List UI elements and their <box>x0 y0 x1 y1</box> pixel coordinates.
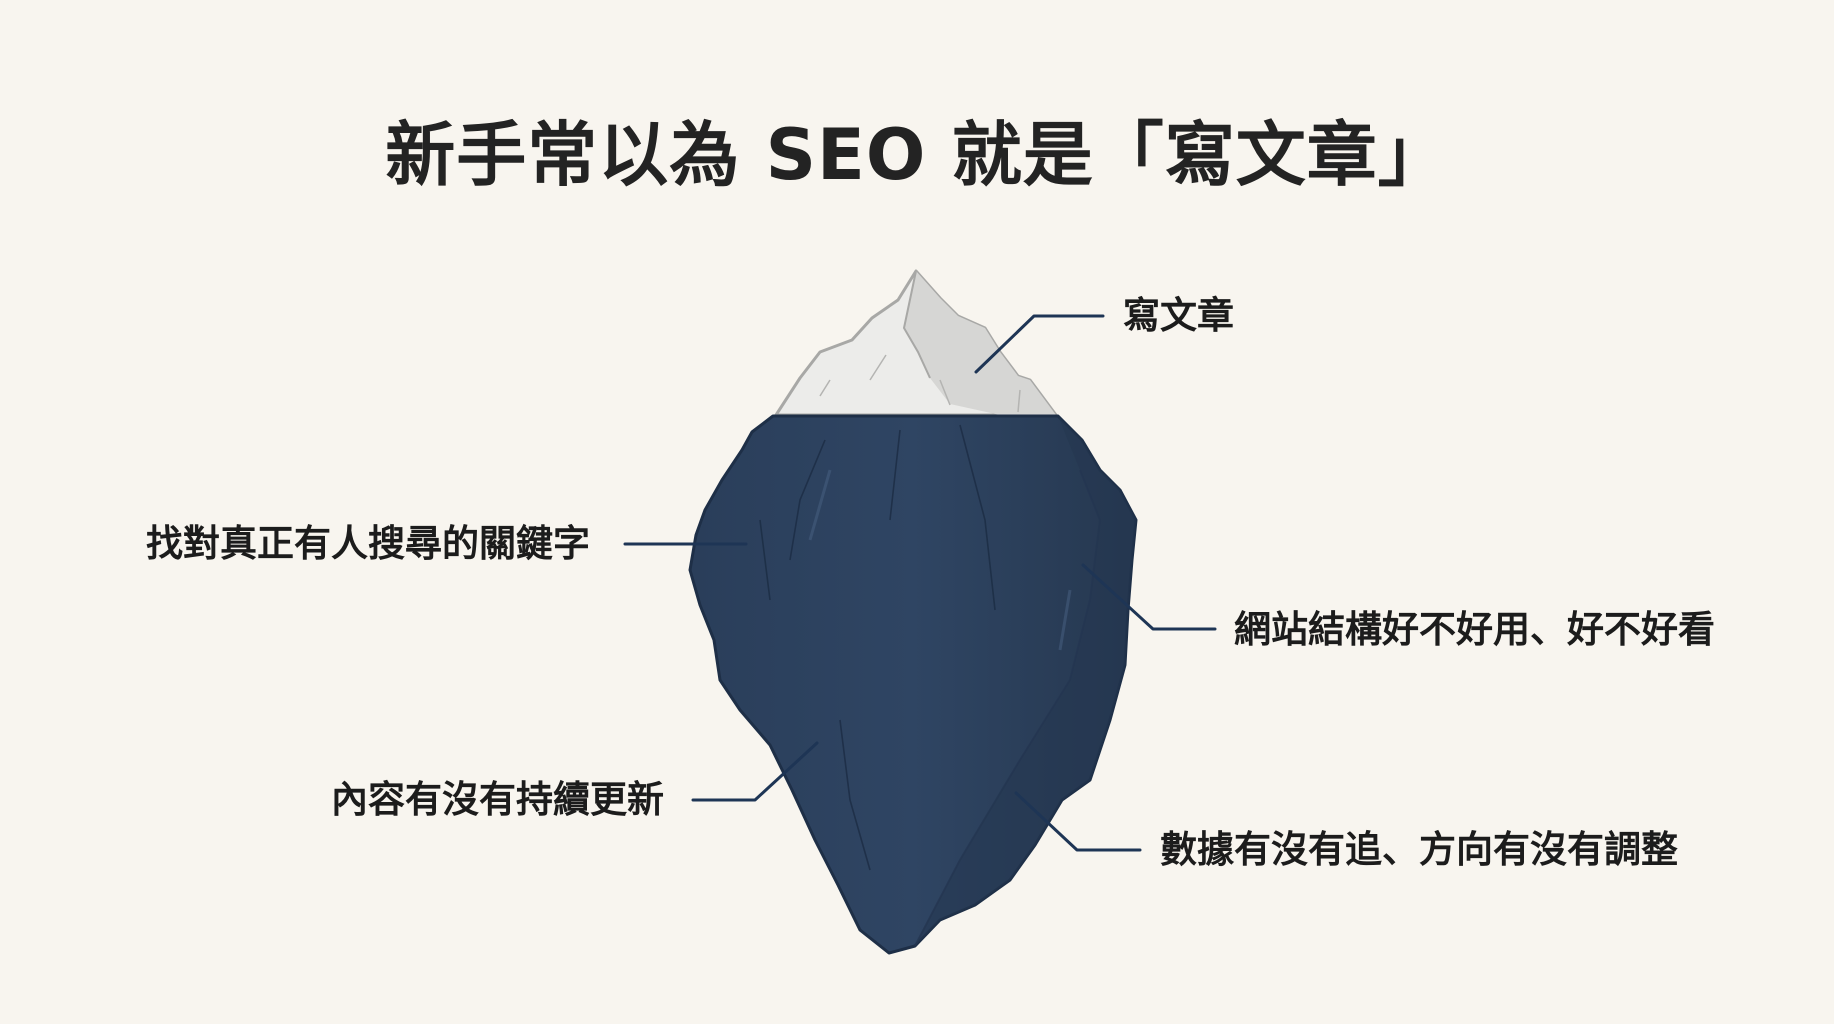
iceberg-body <box>688 414 1138 955</box>
label-content-updates: 內容有沒有持續更新 <box>331 778 664 821</box>
label-site-structure: 網站結構好不好用、好不好看 <box>1234 608 1715 651</box>
label-tip-writing-articles: 寫文章 <box>1123 294 1234 337</box>
label-data-tracking: 數據有沒有追、方向有沒有調整 <box>1160 828 1678 871</box>
leader-line-content-updates <box>691 741 819 802</box>
leader-line-data-tracking <box>1014 791 1142 852</box>
page-title: 新手常以為 SEO 就是「寫文章」 <box>385 114 1449 196</box>
iceberg-tip <box>774 269 1058 417</box>
label-keywords: 找對真正有人搜尋的關鍵字 <box>146 522 590 565</box>
leader-line-tip <box>974 314 1105 374</box>
leader-line-site-structure <box>1081 563 1217 631</box>
